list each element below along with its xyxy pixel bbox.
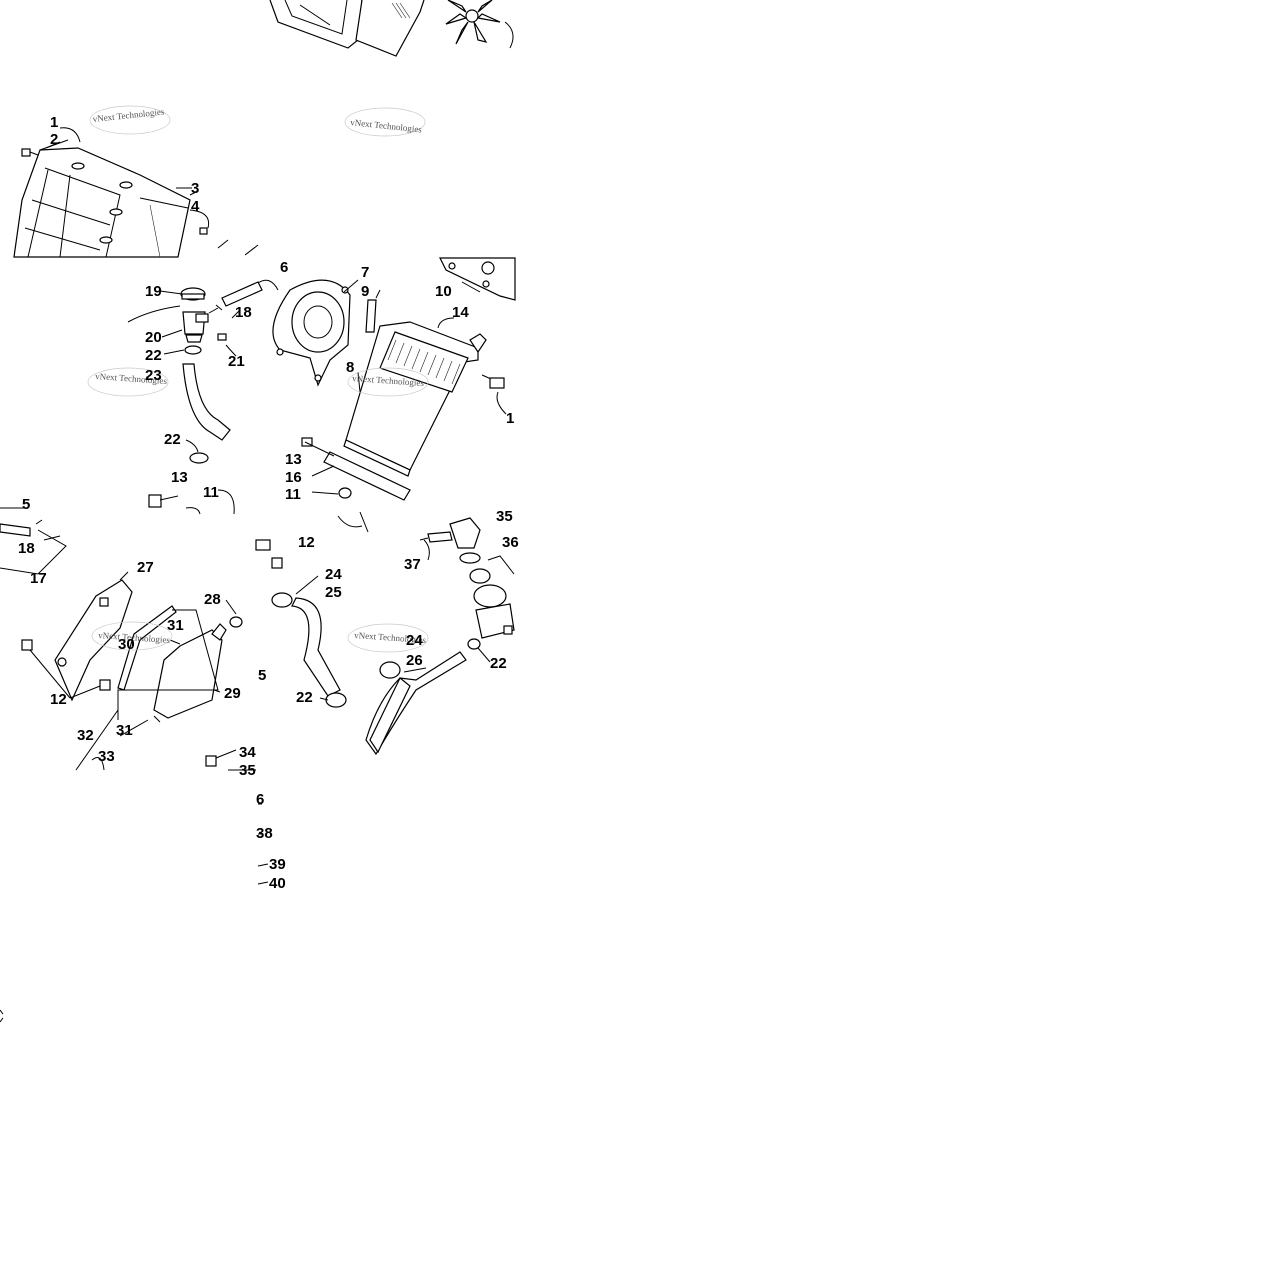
callout-14: 14: [452, 304, 469, 321]
callout-8: 8: [346, 359, 354, 376]
callout-9: 9: [361, 283, 369, 300]
callout-26: 26: [406, 652, 423, 669]
callout-22: 22: [145, 347, 162, 364]
callout-13b: 13: [171, 469, 188, 486]
mount-bracket-16: [301, 437, 411, 501]
callout-24: 24: [325, 566, 342, 583]
callout-31b: 31: [116, 722, 133, 739]
callout-3: 3: [191, 180, 199, 197]
callout-2: 2: [50, 131, 58, 148]
callout-34: 34: [239, 744, 256, 761]
watermark-text: vNext Technologies: [92, 106, 165, 124]
radiator-cap-assembly: [127, 287, 231, 464]
radiator-14: [343, 321, 505, 477]
callout-21: 21: [228, 353, 245, 370]
callout-39: 39: [269, 856, 286, 873]
callout-36: 36: [502, 534, 519, 551]
callout-10: 10: [435, 283, 452, 300]
top-strip-fragment: [0, 0, 515, 57]
callout-27: 27: [137, 559, 154, 576]
callout-23: 23: [145, 367, 162, 384]
screw-icon: [21, 148, 39, 157]
callout-35: 35: [496, 508, 513, 525]
leader-lines: [29, 141, 507, 701]
callout-12b: 12: [50, 691, 67, 708]
callout-11b: 11: [285, 486, 301, 503]
callout-22c: 22: [490, 655, 507, 672]
callout-7: 7: [361, 264, 369, 281]
callout-4: 4: [191, 198, 200, 215]
callout-16: 16: [285, 469, 302, 486]
callout-5: 5: [22, 496, 30, 513]
callout-32: 32: [77, 727, 94, 744]
callout-6b: 6: [256, 791, 264, 808]
callout-18: 18: [235, 304, 252, 321]
callout-22b: 22: [164, 431, 181, 448]
callout-38: 38: [256, 825, 273, 842]
callout-13: 13: [285, 451, 302, 468]
callout-37: 37: [404, 556, 421, 573]
callout-33: 33: [98, 748, 115, 765]
fan-blade-icon: [445, 0, 501, 45]
lower-hardware: [0, 749, 269, 1023]
callout-22d: 22: [296, 689, 313, 706]
callout-1: 1: [50, 114, 58, 131]
watermark-text: vNext Technologies: [350, 117, 423, 135]
callout-30: 30: [118, 636, 135, 653]
callout-31: 31: [167, 617, 184, 634]
fan-shroud-7: [272, 279, 359, 387]
thermostat-housing-35: [419, 517, 515, 639]
callout-12: 12: [298, 534, 315, 551]
hose-26: [365, 638, 481, 756]
callout-1b: 1: [506, 410, 514, 427]
bracket-fragment: [439, 257, 516, 301]
callout-24b: 24: [406, 632, 423, 649]
screw-icon: [199, 227, 208, 235]
callouts: 1 2 3 4 6 7 9 10 19 18 14 20 22 21 8 23 …: [18, 114, 519, 892]
callout-18b: 18: [18, 540, 35, 557]
callout-6: 6: [280, 259, 288, 276]
callout-35b: 35: [239, 762, 256, 779]
callout-28: 28: [204, 591, 221, 608]
callout-19: 19: [145, 283, 162, 300]
upper-shroud-fragment: [13, 127, 259, 258]
callout-29: 29: [224, 685, 241, 702]
overflow-hose-6: [221, 279, 279, 307]
hose-25: [255, 539, 347, 708]
hardware-13-11: [148, 489, 369, 533]
callout-5b: 5: [258, 667, 266, 684]
radiator-core-hatch: [387, 339, 461, 385]
callout-25: 25: [325, 584, 342, 601]
callout-20: 20: [145, 329, 162, 346]
callout-17: 17: [30, 570, 47, 587]
callout-11: 11: [203, 484, 219, 501]
reservoir-29: [75, 605, 243, 771]
callout-40: 40: [269, 875, 286, 892]
